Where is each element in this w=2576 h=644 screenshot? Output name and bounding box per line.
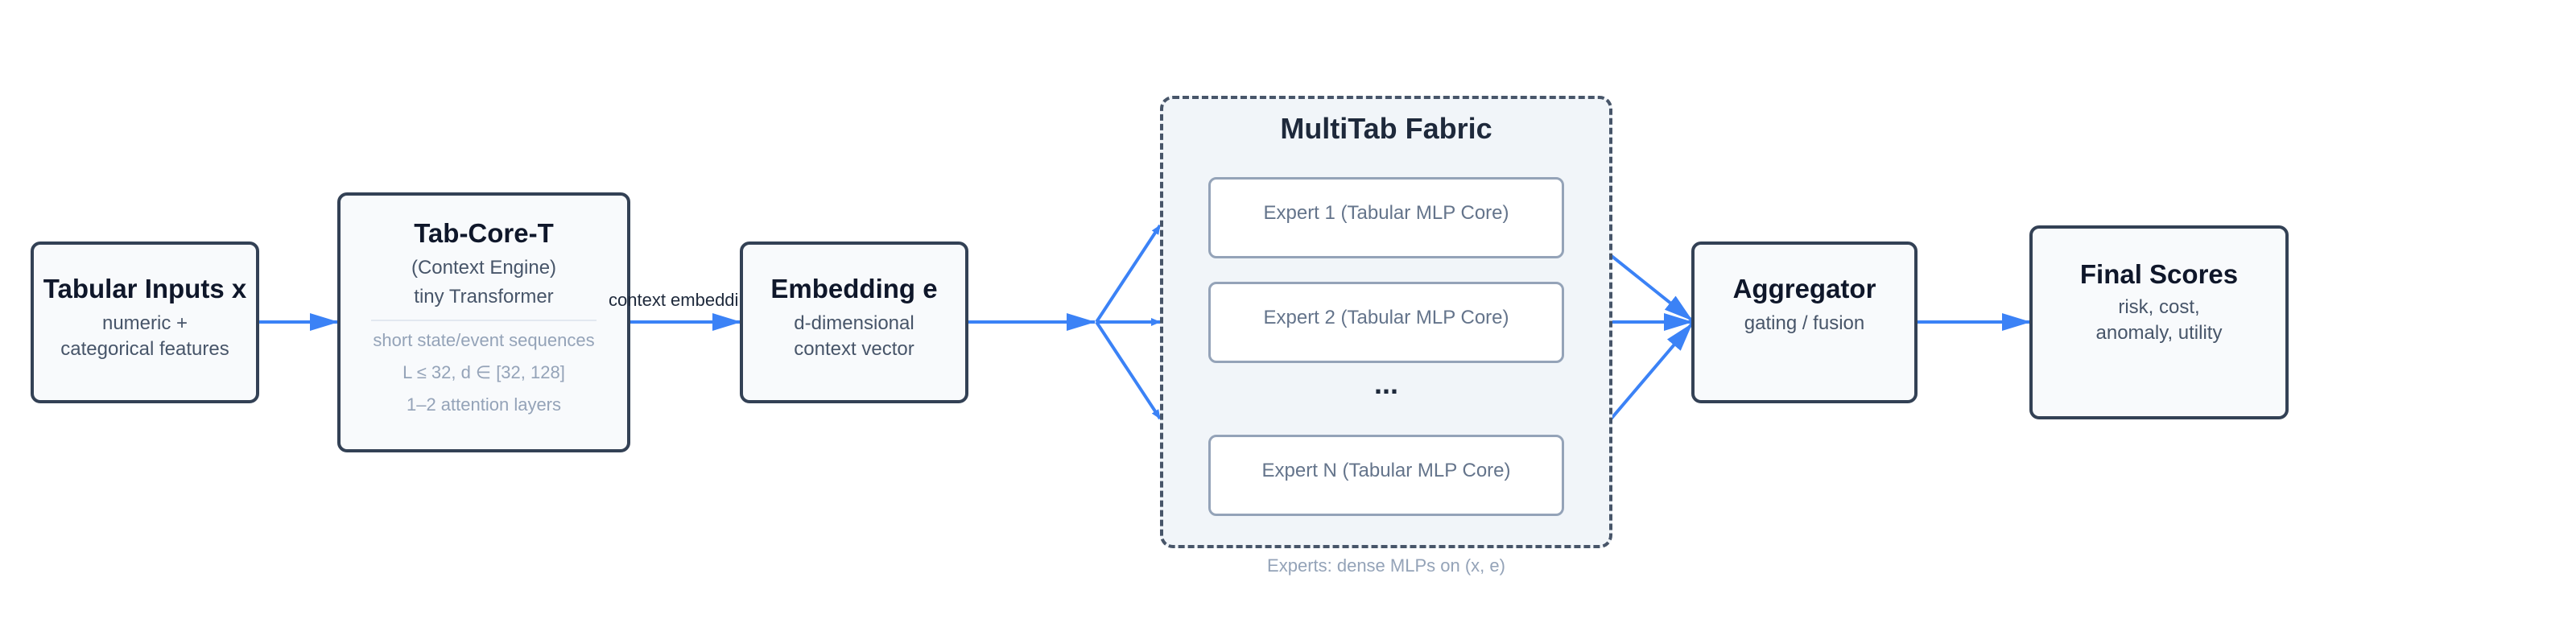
aggregator-node: Aggregator gating / fusion [1691,242,1918,403]
embedding-node: Embedding e d-dimensional context vector [740,242,968,403]
edge-label-context-embedding: context embeddi [609,290,739,310]
arrow-split-to-expertN [1095,320,1162,420]
final-scores-node: Final Scores risk, cost, anomaly, utilit… [2029,225,2289,419]
experts-ellipsis: ... [1373,367,1398,400]
final-scores-title: Final Scores [2079,259,2239,289]
expert-n-node: Expert N (Tabular MLP Core) [1208,435,1564,516]
tabular-inputs-line1: numeric + [101,312,188,334]
aggregator-title: Aggregator [1732,274,1876,303]
fabric-title: MultiTab Fabric [1280,112,1492,145]
tab-core-divider [371,320,597,321]
expert-2-node: Expert 2 (Tabular MLP Core) [1208,282,1564,363]
tab-core-title: Tab-Core-T [414,218,554,248]
tab-core-line2: tiny Transformer [414,286,554,308]
tabular-inputs-node: Tabular Inputs x numeric + categorical f… [31,242,259,403]
tabular-inputs-line2: categorical features [60,338,229,360]
aggregator-line1: gating / fusion [1744,312,1865,334]
tab-core-note2: L ≤ 32, d ∈ [32, 128] [402,362,565,382]
final-scores-line1: risk, cost, [2118,296,2200,318]
expert-1-node: Expert 1 (Tabular MLP Core) [1208,177,1564,258]
tab-core-line1: (Context Engine) [411,257,557,279]
embedding-line1: d-dimensional [794,312,914,334]
fabric-caption: Experts: dense MLPs on (x, e) [1267,555,1505,576]
embedding-line2: context vector [794,338,914,360]
final-scores-line2: anomaly, utility [2095,322,2223,344]
tab-core-note1: short state/event sequences [373,330,595,350]
tab-core-node: Tab-Core-T (Context Engine) tiny Transfo… [337,192,630,452]
embedding-title: Embedding e [770,274,938,303]
arrow-split-to-expert1 [1095,224,1162,324]
tabular-inputs-title: Tabular Inputs x [43,274,247,303]
tab-core-note3: 1–2 attention layers [406,394,562,415]
